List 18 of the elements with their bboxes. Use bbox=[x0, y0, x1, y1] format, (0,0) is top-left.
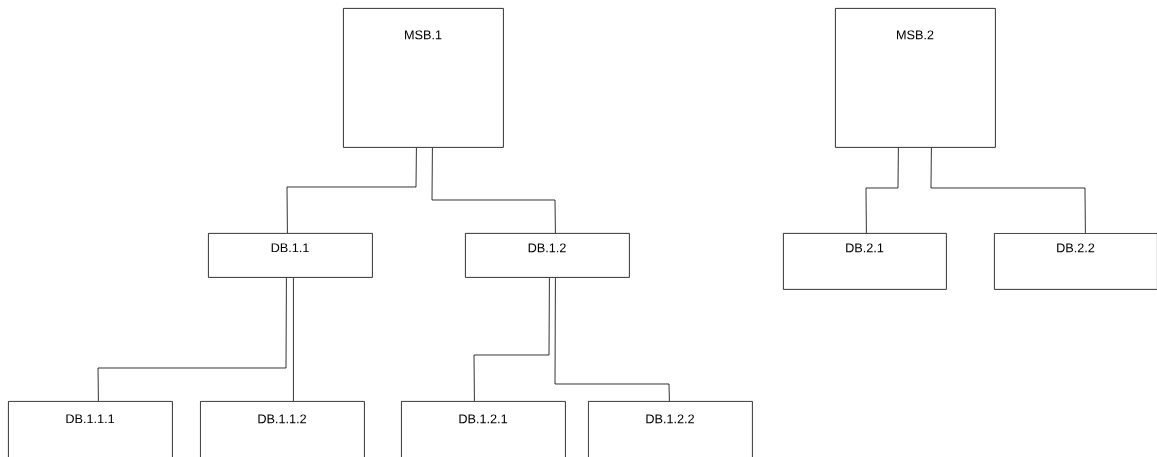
connector-line bbox=[286, 147, 417, 234]
box: DB.1.1.2 bbox=[200, 401, 365, 457]
box: DB.1.2 bbox=[465, 233, 630, 278]
box: MSB.2 bbox=[835, 8, 996, 148]
box: DB.1.2.2 bbox=[588, 401, 753, 457]
box: DB.2.2 bbox=[994, 233, 1157, 290]
connector-line bbox=[431, 147, 556, 234]
box: DB.1.1 bbox=[208, 233, 373, 278]
connector-line bbox=[930, 147, 1086, 234]
box: DB.2.1 bbox=[783, 233, 947, 290]
connector-line bbox=[473, 277, 550, 402]
connector-line bbox=[554, 277, 670, 402]
connector-line bbox=[97, 277, 287, 402]
connector-line bbox=[293, 277, 294, 402]
box: MSB.1 bbox=[343, 8, 504, 148]
box: DB.1.1.1 bbox=[8, 401, 173, 457]
connector-line bbox=[865, 147, 899, 234]
box: DB.1.2.1 bbox=[401, 401, 566, 457]
